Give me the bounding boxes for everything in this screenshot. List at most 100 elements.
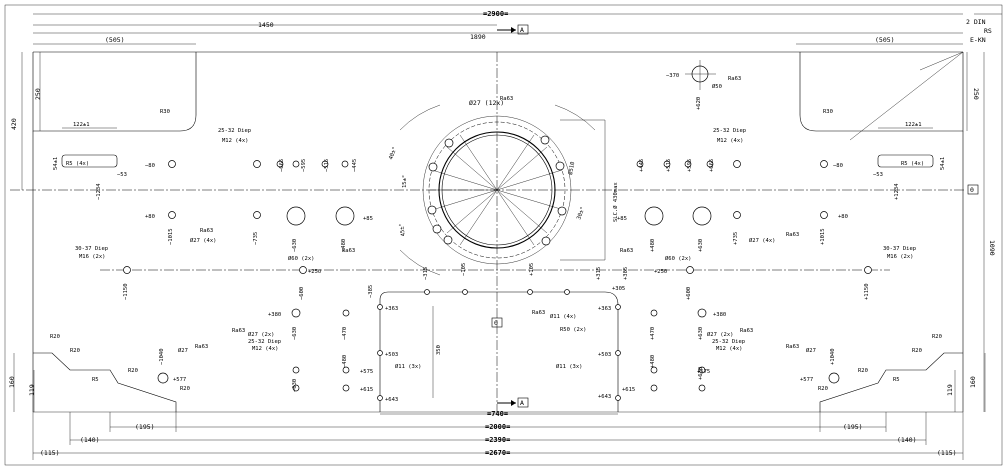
slot-left-r5: R5 (4x) bbox=[66, 161, 89, 167]
label-d27-4x-left: Ø27 (4x) bbox=[190, 237, 217, 244]
center-lower-features: −315 −105 +105 +315 −385 +385 +305 +363 … bbox=[368, 263, 629, 408]
dim-height-1090: 1090 bbox=[988, 240, 996, 256]
coord-p250-left: +250 bbox=[308, 269, 321, 275]
coord-m315: −315 bbox=[423, 267, 429, 280]
coord-p315: +315 bbox=[596, 267, 602, 280]
coord-p105: +105 bbox=[529, 263, 535, 276]
label-ra63-left-c: Ra63 bbox=[232, 328, 245, 334]
hole-d60-left-b bbox=[335, 206, 355, 226]
label-r5-right: R5 bbox=[893, 377, 900, 383]
coord-p470: +470 bbox=[650, 327, 656, 340]
dim-left-160: 160 bbox=[8, 376, 16, 388]
dim-2390: =2390= bbox=[485, 436, 510, 444]
slot-left-53: −53 bbox=[117, 172, 127, 178]
coord-p480: +480 bbox=[650, 239, 656, 252]
dim-right-505: (505) bbox=[875, 36, 895, 44]
coord-m80: −80 bbox=[145, 163, 155, 169]
left-dimensions: 420 250 160 119 bbox=[8, 52, 42, 412]
m12-low-left: M12 (4x) bbox=[252, 346, 279, 352]
label-angle-40: 40±° bbox=[388, 146, 398, 161]
dim-right-160: 160 bbox=[969, 376, 977, 388]
dim-740: =740= bbox=[487, 410, 508, 418]
title-block-line3: E-KN bbox=[970, 36, 986, 44]
coord-p1150: +1150 bbox=[864, 283, 870, 300]
coord-p503-left: +503 bbox=[385, 352, 398, 358]
hole-d60-right-b bbox=[692, 206, 712, 226]
label-r30-left: R30 bbox=[160, 109, 170, 115]
label-r20-d: R20 bbox=[180, 386, 190, 392]
coord-p380-right: +380 bbox=[713, 312, 726, 318]
label-r30-right: R30 bbox=[823, 109, 833, 115]
coord-p577-left: +577 bbox=[173, 377, 186, 383]
coord-p380-left: +380 bbox=[268, 312, 281, 318]
dim-right-250: 250 bbox=[972, 88, 980, 100]
coord-p480b: +480 bbox=[650, 355, 656, 368]
label-ra63-right-a: Ra63 bbox=[786, 232, 799, 238]
coord-p600: +600 bbox=[686, 287, 692, 300]
label-slc: SLC.Ø 430max bbox=[612, 182, 619, 222]
bolt-holes-d27 bbox=[427, 135, 567, 246]
label-d11-3x-right: Ø11 (3x) bbox=[556, 363, 583, 370]
coord-p620: +620 bbox=[696, 97, 702, 110]
coord-m665: −665 bbox=[279, 159, 285, 172]
m12-left: M12 (4x) bbox=[222, 138, 249, 144]
label-d60-right: Ø60 (2x) bbox=[665, 255, 692, 262]
dim-left-140: (140) bbox=[80, 436, 100, 444]
coord-p630b: +630 bbox=[698, 327, 704, 340]
slot-left-height: 54±1 bbox=[53, 157, 59, 170]
coord-p363-right: +363 bbox=[598, 306, 611, 312]
dim-left-195: (195) bbox=[135, 423, 155, 431]
coord-m370: −370 bbox=[666, 73, 679, 79]
coord-p1015: +1015 bbox=[820, 228, 826, 245]
dim-right-140: (140) bbox=[897, 436, 917, 444]
label-r20-a: R20 bbox=[50, 334, 60, 340]
label-r20-e: R20 bbox=[932, 334, 942, 340]
coord-m470: −470 bbox=[342, 327, 348, 340]
coord-m385: −385 bbox=[368, 285, 374, 298]
label-angle-15: 15±° bbox=[402, 175, 408, 188]
dim-total-width: =2900= bbox=[483, 10, 508, 18]
coord-p1040: +1040 bbox=[830, 348, 836, 365]
label-r50: R50 (2x) bbox=[560, 327, 587, 333]
slot-right-53: −53 bbox=[873, 172, 883, 178]
coord-p1234: +1234 bbox=[894, 183, 900, 200]
dim-right-115: (115) bbox=[937, 449, 957, 457]
coord-p595: +595 bbox=[687, 159, 693, 172]
label-r5-left: R5 bbox=[92, 377, 99, 383]
right-features: 122±1 54±1 R5 (4x) −53 R30 +1234 25-32 D… bbox=[617, 109, 946, 393]
label-d11-4x: Ø11 (4x) bbox=[550, 313, 577, 320]
coord-m1150: −1150 bbox=[123, 283, 129, 300]
dim-350: 350 bbox=[436, 345, 442, 355]
dim-2000: =2000= bbox=[485, 423, 510, 431]
m12-low-right-depth: 25-32 Diep bbox=[712, 339, 745, 345]
label-ra63-center-b: Ra63 bbox=[532, 310, 545, 316]
m12-right-depth: 25-32 Diep bbox=[713, 128, 746, 134]
coord-p445: +445 bbox=[639, 159, 645, 172]
coord-m480b: −480 bbox=[342, 355, 348, 368]
dim-left-505: (505) bbox=[105, 36, 125, 44]
coord-p80-right: +80 bbox=[838, 214, 848, 220]
top-dimensions: =2900= 1450 1890 (505) (505) A 2 DIN RS … bbox=[33, 10, 1002, 45]
coord-p363-left: +363 bbox=[385, 306, 398, 312]
label-d27-12x: Ø27 (12x) bbox=[469, 99, 504, 107]
label-ra63-left-a: Ra63 bbox=[200, 228, 213, 234]
coord-p250-right: +250 bbox=[654, 269, 667, 275]
coord-p85-left: +85 bbox=[363, 216, 373, 222]
m16-right: M16 (2x) bbox=[887, 254, 914, 260]
coord-p735: +735 bbox=[733, 232, 739, 245]
dim-left-115: (115) bbox=[40, 449, 60, 457]
coord-m595: −595 bbox=[301, 159, 307, 172]
coord-p575-right: +575 bbox=[697, 369, 710, 375]
coord-m735: −735 bbox=[253, 232, 259, 245]
coord-p503-right: +503 bbox=[598, 352, 611, 358]
slot-right-height: 54±1 bbox=[940, 157, 946, 170]
coord-p615-left: +615 bbox=[360, 387, 373, 393]
m12-left-depth: 25-32 Diep bbox=[218, 128, 251, 134]
label-d11-3x-left: Ø11 (3x) bbox=[395, 363, 422, 370]
m16-left: M16 (2x) bbox=[79, 254, 106, 260]
right-dimensions: 1090 250 160 119 0 bbox=[849, 51, 996, 412]
label-d50: Ø50 bbox=[712, 83, 722, 90]
title-block-line2: RS bbox=[984, 27, 992, 35]
coord-p80-left: +80 bbox=[145, 214, 155, 220]
label-d27-right: Ø27 bbox=[806, 347, 816, 354]
